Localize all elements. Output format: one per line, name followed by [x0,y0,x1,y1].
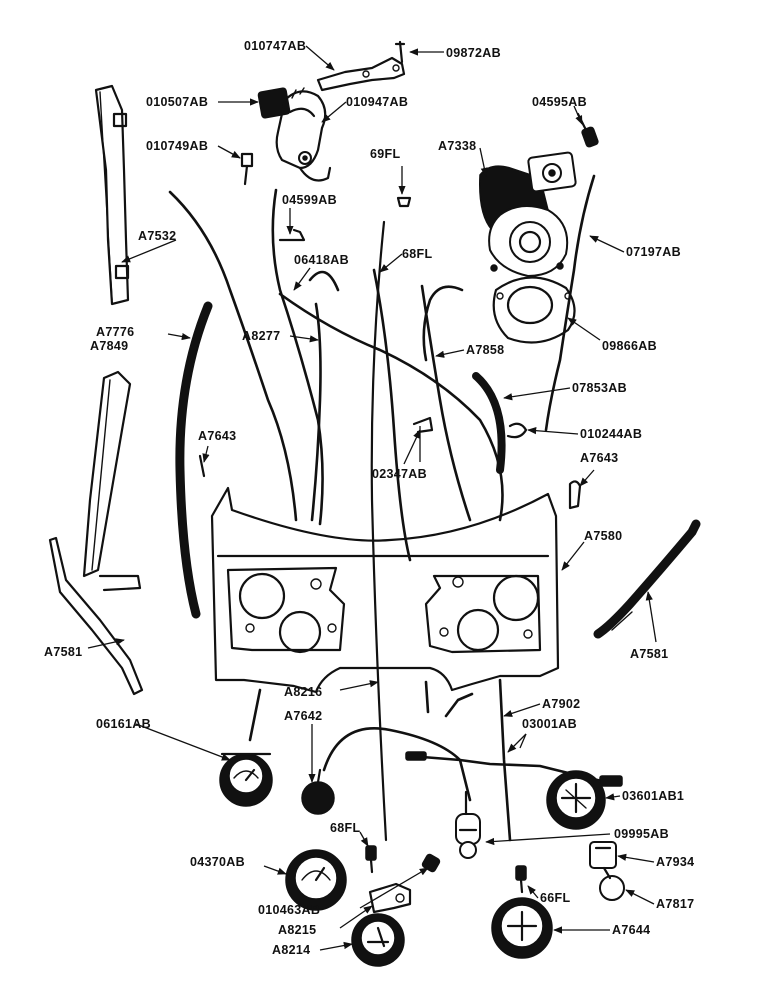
clip-02347ab [412,416,434,434]
gauge-a7644 [491,897,553,959]
label-010749ab: 010749AB [146,139,208,153]
gauge-06161ab [219,752,273,807]
label-a7644: A7644 [612,923,650,937]
lamp-a7642 [301,768,335,815]
wiring-harness [168,188,608,842]
label-a7338: A7338 [438,139,476,153]
label-68fl-top: 68FL [402,247,432,261]
label-a7858: A7858 [466,343,504,357]
label-69fl: 69FL [370,147,400,161]
instrument-panel-a7580 [210,486,560,694]
fastener-69fl [396,196,412,208]
label-010463ab: 010463AB [258,903,320,917]
label-a8277: A8277 [242,329,280,343]
label-a7532: A7532 [138,229,176,243]
fastener-68fl-bottom [365,845,377,874]
label-03001ab: 03001AB [522,717,577,731]
label-02347ab: 02347AB [372,467,427,481]
strip-a7776 [175,301,213,619]
cable-07197ab [544,174,596,432]
label-06161ab: 06161AB [96,717,151,731]
part-labels: 010747AB 09872AB 010507AB 010947AB 01074… [44,39,694,957]
label-010507ab: 010507AB [146,95,208,109]
gauge-03601ab1 [546,770,606,830]
label-04595ab: 04595AB [532,95,587,109]
channel-a7532 [94,84,130,306]
trim-a7581-right [593,519,701,639]
label-09872ab: 09872AB [446,46,501,60]
label-a8216: A8216 [284,685,322,699]
label-010244ab: 010244AB [580,427,642,441]
label-a7643-left: A7643 [198,429,236,443]
clip-010244ab [506,422,528,439]
label-a7902: A7902 [542,697,580,711]
gasket-09866ab [492,276,576,344]
label-07197ab: 07197AB [626,245,681,259]
label-68fl-bottom: 68FL [330,821,360,835]
label-010747ab: 010747AB [244,39,306,53]
label-a7581-right: A7581 [630,647,668,661]
rod-a8216 [370,220,388,842]
screw-04595ab [576,112,599,148]
label-03601ab1: 03601AB1 [622,789,684,803]
gauge-04370ab [285,849,347,911]
heater-motor-a7338 [479,151,577,278]
clip-04599ab [278,228,306,242]
wiper-motor [257,87,332,182]
switch-a7934 [589,841,625,901]
switch-09995ab [455,790,481,859]
channel-a7849 [82,370,132,578]
label-a7849: A7849 [90,339,128,353]
label-a7581-left: A7581 [44,645,82,659]
bracket-a8215 [368,882,412,914]
connector-03001ab [405,751,623,787]
label-04599ab: 04599AB [282,193,337,207]
trim-a7581-left [48,536,144,696]
label-04370ab: 04370AB [190,855,245,869]
fastener-66fl [515,865,527,894]
clip-09872ab [394,40,406,64]
label-66fl: 66FL [540,891,570,905]
gauge-a8214 [351,913,405,967]
label-a7817: A7817 [656,897,694,911]
label-a7643-right: A7643 [580,451,618,465]
hose-07853ab [472,372,506,474]
label-a8215: A8215 [278,923,316,937]
leader-lines [87,45,657,951]
label-a7580: A7580 [584,529,622,543]
clip-a7643-right [568,480,582,510]
label-a7642: A7642 [284,709,322,723]
label-07853ab: 07853AB [572,381,627,395]
label-a8214: A8214 [272,943,310,957]
label-010947ab: 010947AB [346,95,408,109]
label-09995ab: 09995AB [614,827,669,841]
bracket-010747ab [316,56,406,92]
label-06418ab: 06418AB [294,253,349,267]
label-a7776: A7776 [96,325,134,339]
bolt-010749ab [240,152,254,186]
clip-a7643-left [198,454,206,478]
label-a7934: A7934 [656,855,694,869]
label-09866ab: 09866AB [602,339,657,353]
